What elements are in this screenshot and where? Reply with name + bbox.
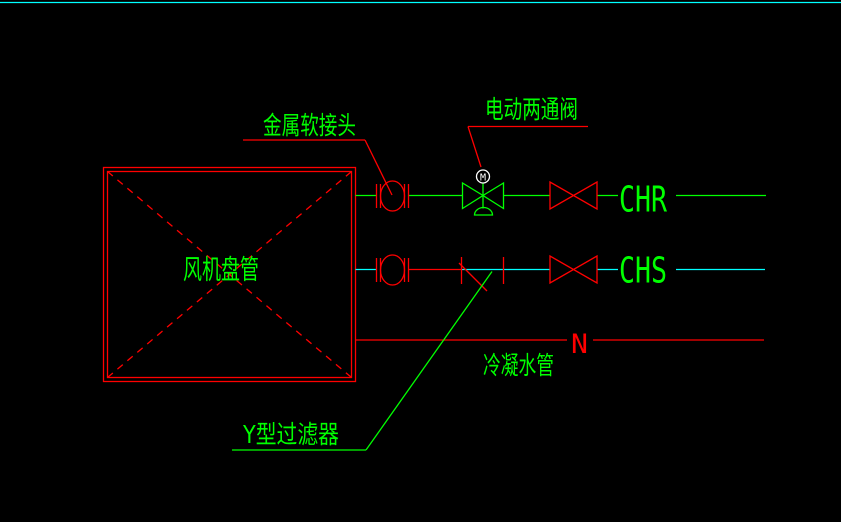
two-way-valve-annotation[interactable]: 电动两通阀 [467,95,588,168]
condensate-pipe[interactable]: N 冷凝水管 [355,329,765,380]
motorized-two-way-valve-symbol[interactable]: M [461,169,505,216]
valve-right-triangle [481,181,505,210]
condensate-n-tag[interactable]: N [571,329,588,360]
valve-left-triangle [461,181,485,210]
shutoff-valve-chr[interactable] [549,180,598,211]
strainer-leg [458,262,488,292]
fan-coil-label[interactable]: 风机盘管 [183,255,259,286]
y-strainer-label[interactable]: Y型过滤器 [242,420,339,449]
two-way-valve-leader-line [467,126,482,168]
y-strainer-symbol[interactable] [458,257,505,292]
y-strainer-leader-line [365,271,493,451]
valve-dome [473,206,494,216]
chr-pipe[interactable]: CHR [355,180,767,221]
two-way-valve-label[interactable]: 电动两通阀 [485,95,578,124]
flexible-joint-annotation[interactable]: 金属软接头 [243,111,393,196]
chs-pipe[interactable]: CHS [355,251,766,292]
flexible-joint-label[interactable]: 金属软接头 [263,111,356,140]
shutoff-valve-chs[interactable] [549,254,598,285]
motor-letter: M [480,173,486,184]
flexible-joint-leader-line [364,139,393,196]
joint-body-ellipse [379,254,406,286]
fan-coil-diagonal-2[interactable] [107,171,352,378]
flexible-joint-symbol-chs[interactable] [375,254,410,286]
fan-coil-box[interactable]: 风机盘管 [102,166,357,383]
fan-coil-outer-rect[interactable] [102,166,357,383]
y-strainer-annotation[interactable]: Y型过滤器 [232,271,493,451]
joint-body-ellipse [379,180,406,212]
flexible-joint-symbol-chr[interactable] [375,180,410,212]
condensate-pipe-label[interactable]: 冷凝水管 [483,351,554,380]
chr-tag-label[interactable]: CHR [619,180,667,221]
fan-coil-inner-rect[interactable] [106,170,353,379]
motor-circle [475,169,491,184]
chs-tag-label[interactable]: CHS [619,251,667,292]
